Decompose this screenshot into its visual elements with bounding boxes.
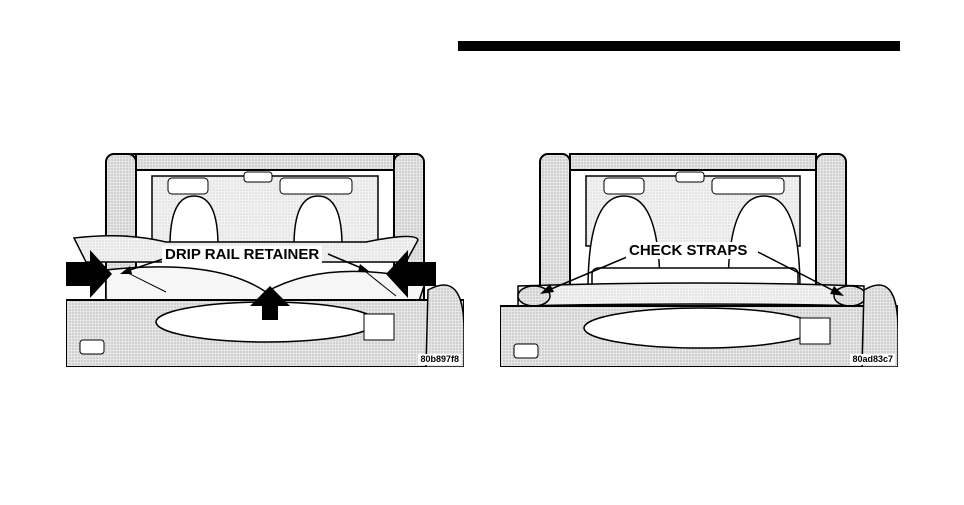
- header-rule: [458, 41, 900, 51]
- leader-arrowhead-icon: [358, 264, 370, 272]
- callout-label: CHECK STRAPS: [626, 242, 750, 259]
- figure-code: 80ad83c7: [850, 354, 895, 365]
- illustration-check-straps: CHECK STRAPS 80ad83c7: [500, 150, 898, 367]
- callout-label: DRIP RAIL RETAINER: [162, 246, 322, 263]
- figure-code: 80b897f8: [418, 354, 461, 365]
- illustration-drip-rail-retainer: DRIP RAIL RETAINER 80b897f8: [66, 150, 464, 367]
